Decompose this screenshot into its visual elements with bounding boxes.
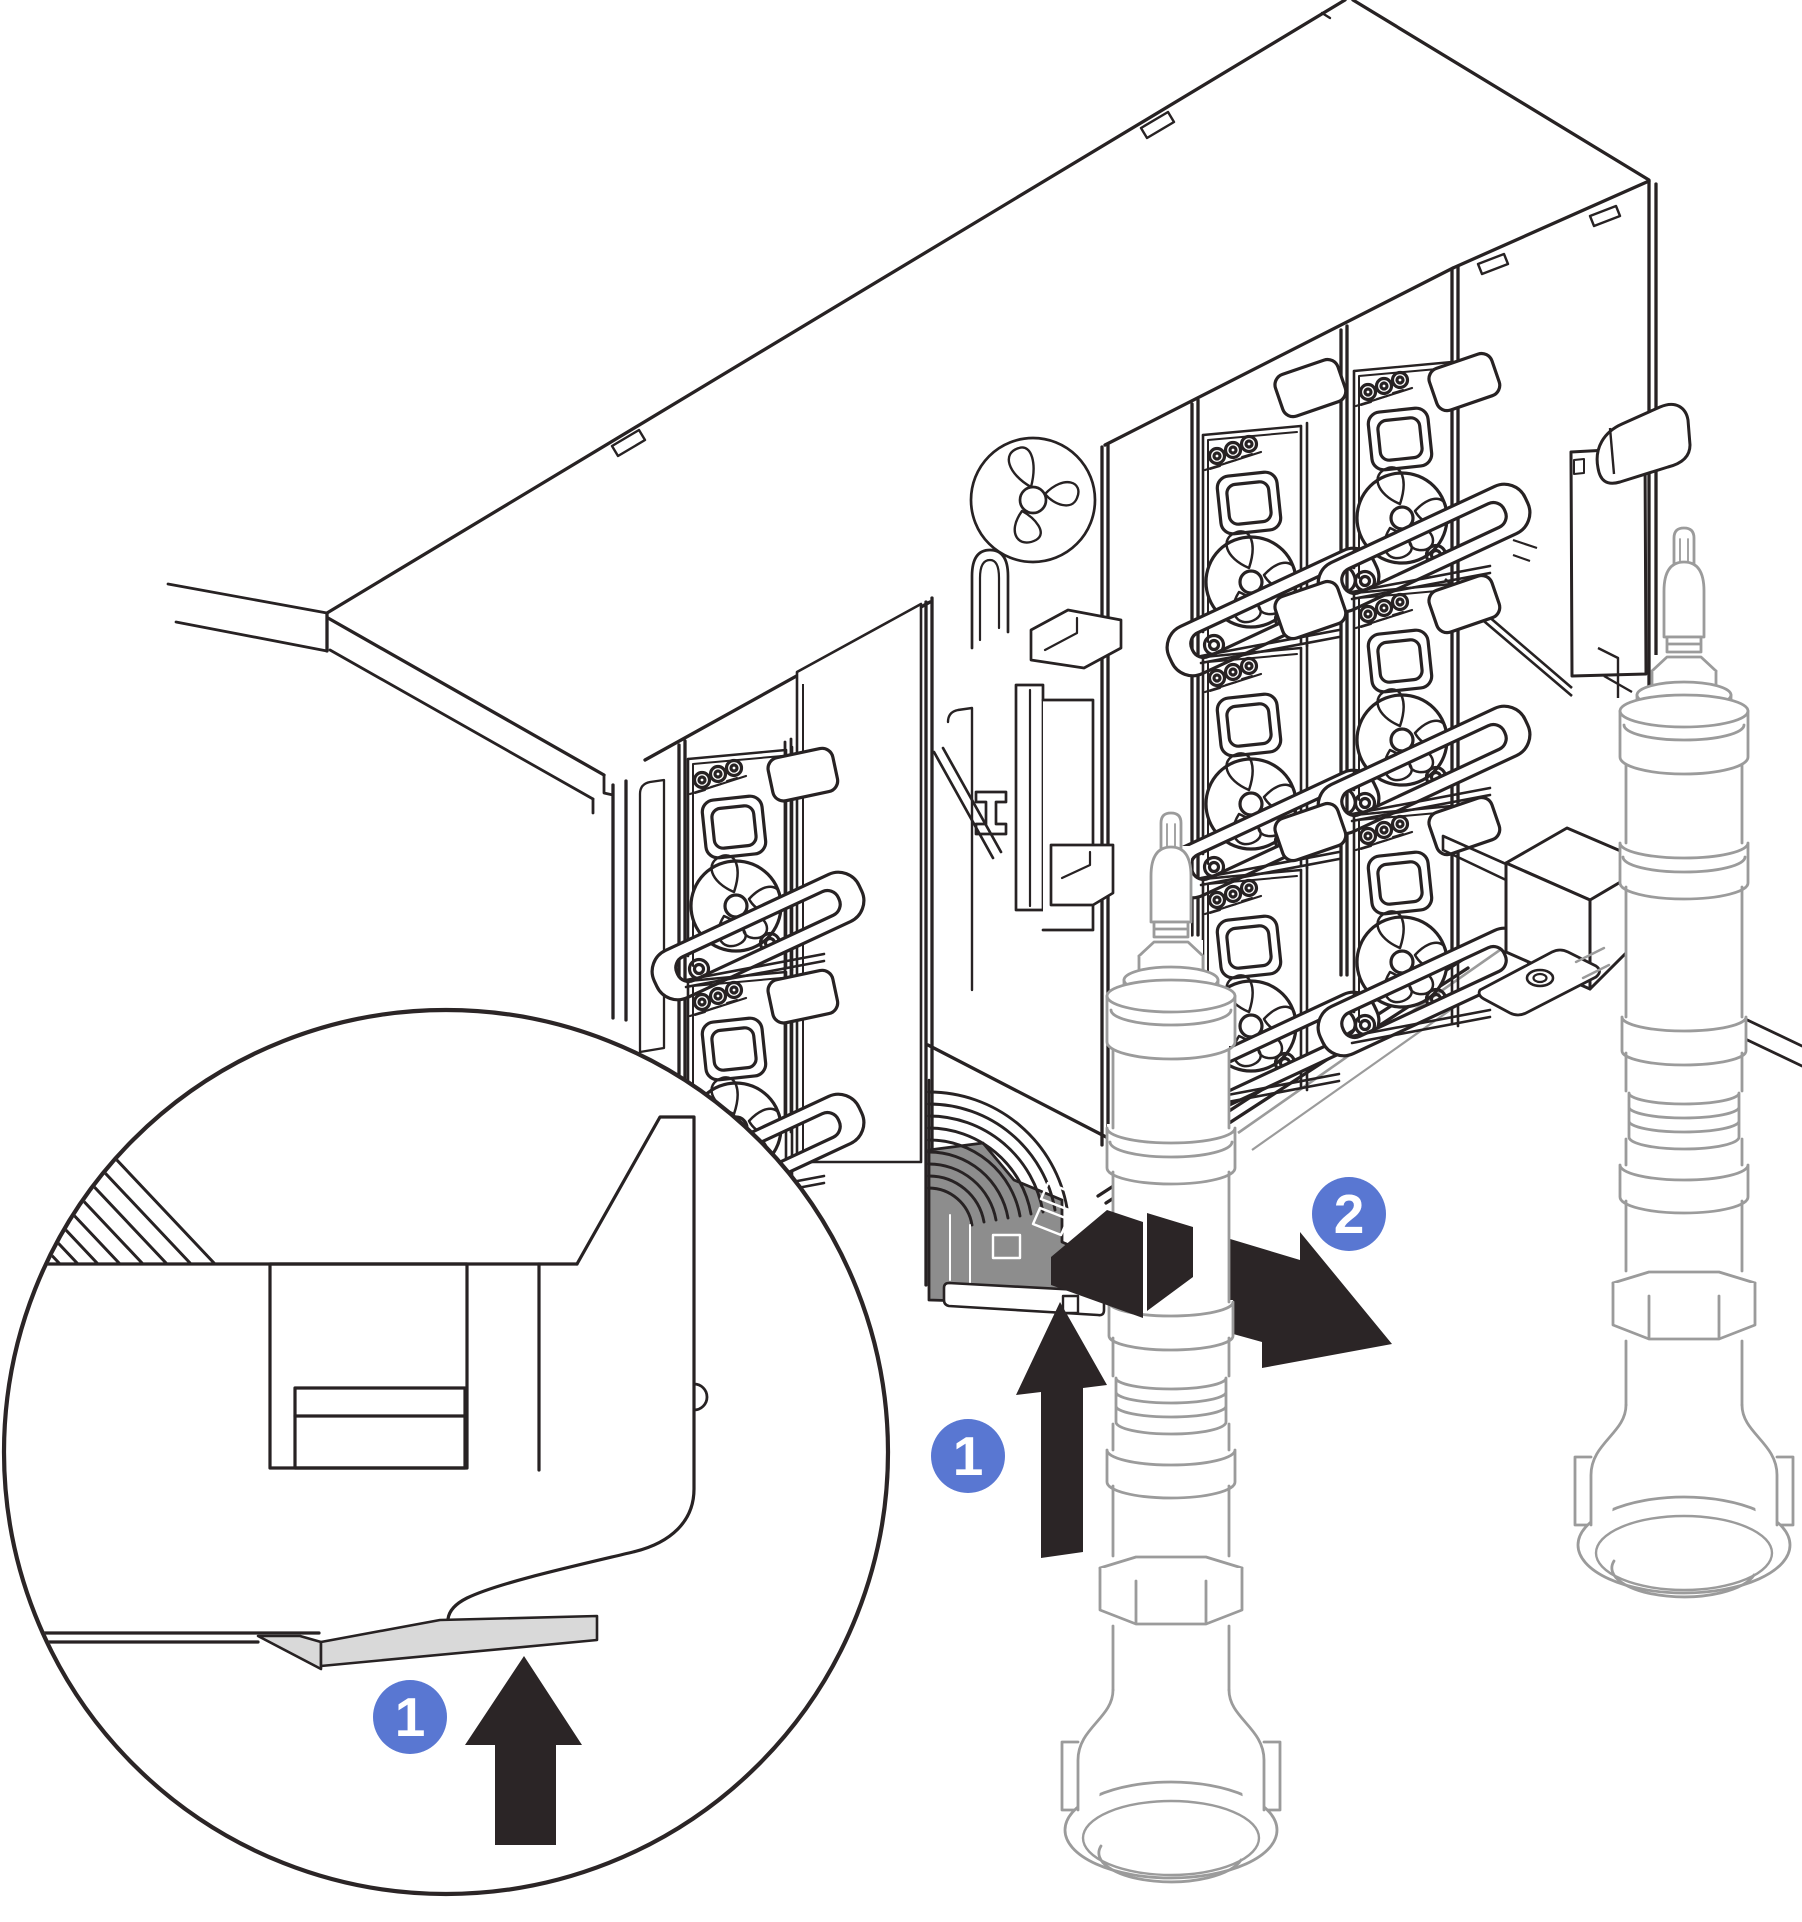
svg-text:2: 2 bbox=[1334, 1183, 1365, 1245]
svg-text:1: 1 bbox=[953, 1425, 984, 1487]
svg-text:1: 1 bbox=[395, 1686, 426, 1748]
